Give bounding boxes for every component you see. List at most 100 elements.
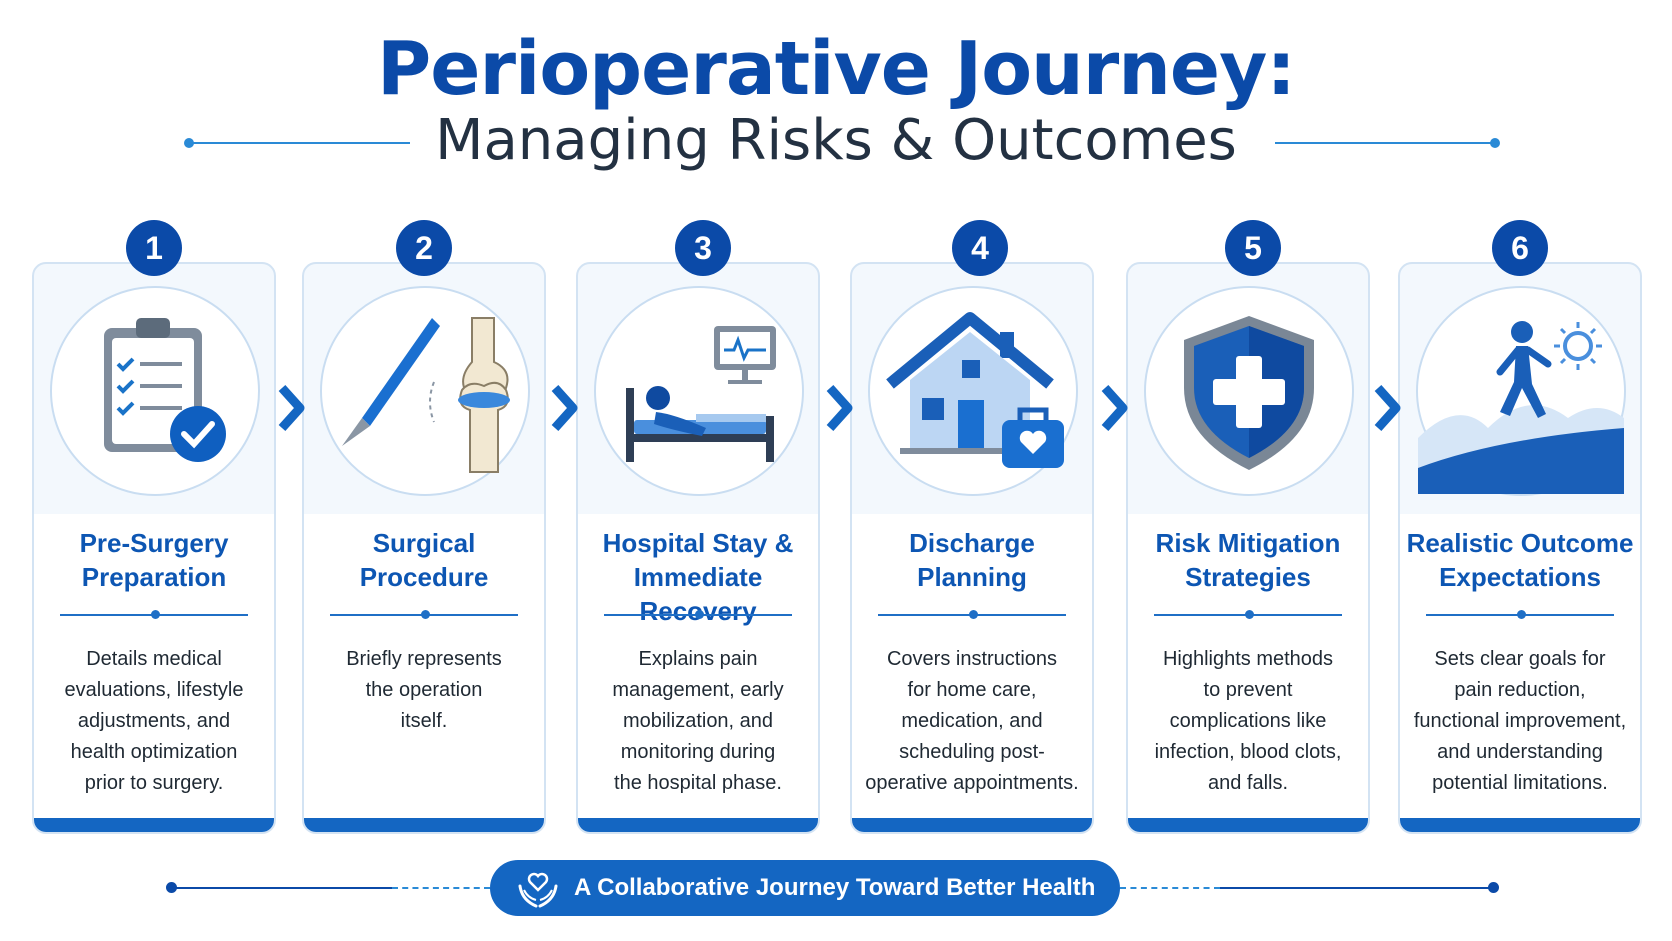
desc-line: Details medical (86, 648, 222, 670)
subtitle-line-right (1275, 142, 1495, 144)
step-5-divider-dot (1245, 610, 1254, 619)
step-1-number: 1 (126, 220, 182, 276)
page-title: Perioperative Journey: (377, 26, 1296, 112)
chevron-right-icon (278, 384, 305, 432)
step-2-title-line2: Procedure (359, 562, 489, 592)
step-3-divider-dot (695, 610, 704, 619)
step-3-bottom-bar (578, 818, 818, 832)
step-6-description: Sets clear goals for pain reduction, fun… (1412, 644, 1628, 799)
chevron-right-icon (1374, 384, 1401, 432)
step-card-3: Hospital Stay & Immediate Recovery Expla… (576, 262, 820, 834)
step-1-description: Details medical evaluations, lifestyle a… (46, 644, 262, 799)
step-3-title-line1: Hospital Stay & (602, 528, 794, 558)
step-5-description: Highlights methods to prevent complicati… (1140, 644, 1356, 799)
desc-line: evaluations, lifestyle (64, 679, 244, 701)
desc-line: Briefly represents (346, 648, 502, 670)
step-2-title: Surgical Procedure (310, 526, 538, 594)
desc-line: and falls. (1207, 772, 1289, 794)
chevron-right-icon (826, 384, 853, 432)
desc-line: the hospital phase. (614, 772, 782, 794)
step-1-icon-circle (50, 286, 260, 496)
step-card-2: Surgical Procedure Briefly represents th… (302, 262, 546, 834)
desc-line: pain reduction, (1454, 679, 1586, 701)
step-3-title: Hospital Stay & Immediate Recovery (584, 526, 812, 628)
desc-line: infection, blood clots, (1154, 741, 1342, 763)
desc-line: prior to surgery. (84, 772, 224, 794)
step-2-title-line1: Surgical (372, 528, 476, 558)
footer-line-left (172, 887, 392, 889)
step-6-divider-dot (1517, 610, 1526, 619)
desc-line: mobilization, and (622, 710, 774, 732)
step-1-divider-dot (151, 610, 160, 619)
subtitle-dot-left (184, 138, 194, 148)
step-1-title: Pre-Surgery Preparation (40, 526, 268, 594)
step-6-title-line1: Realistic Outcome (1406, 528, 1634, 558)
desc-line: Explains pain (638, 648, 758, 670)
walking-person-sun-icon (1418, 321, 1624, 494)
step-2-description: Briefly represents the operation itself. (316, 644, 532, 737)
chevron-right-icon (1101, 384, 1128, 432)
step-4-divider-dot (969, 610, 978, 619)
step-1-title-line1: Pre-Surgery (79, 528, 229, 558)
step-3-icon-circle (594, 286, 804, 496)
step-3-number: 3 (675, 220, 731, 276)
step-6-number: 6 (1492, 220, 1548, 276)
subtitle-dot-right (1490, 138, 1500, 148)
step-6-bottom-bar (1400, 818, 1640, 832)
desc-line: functional improvement, (1413, 710, 1627, 732)
desc-line: Highlights methods (1162, 648, 1334, 670)
desc-line: complications like (1169, 710, 1327, 732)
step-5-number: 5 (1225, 220, 1281, 276)
step-2-icon-circle (320, 286, 530, 496)
step-4-title-line1: Discharge (909, 528, 1035, 558)
desc-line: to prevent (1203, 679, 1293, 701)
footer-dashed-left (392, 887, 490, 889)
desc-line: management, early (612, 679, 784, 701)
step-6-icon-circle (1416, 286, 1626, 496)
hospital-bed-monitor-icon (626, 326, 776, 462)
step-4-title: Discharge Planning (858, 526, 1086, 594)
step-1-title-line2: Preparation (81, 562, 227, 592)
footer-banner: A Collaborative Journey Toward Better He… (490, 860, 1120, 916)
desc-line: adjustments, and (77, 710, 231, 732)
step-6-title: Realistic Outcome Expectations (1406, 526, 1634, 594)
desc-line: health optimization (70, 741, 238, 763)
step-4-bottom-bar (852, 818, 1092, 832)
step-4-description: Covers instructions for home care, medic… (864, 644, 1080, 799)
step-5-bottom-bar (1128, 818, 1368, 832)
footer-dot-right (1488, 882, 1499, 893)
desc-line: medication, and (901, 710, 1043, 732)
step-5-title: Risk Mitigation Strategies (1134, 526, 1362, 594)
step-5-title-line2: Strategies (1185, 562, 1311, 592)
footer-line-right (1220, 887, 1490, 889)
subtitle-line-left (190, 142, 410, 144)
step-6-title-line2: Expectations (1439, 562, 1601, 592)
step-4-icon-circle (868, 286, 1078, 496)
desc-line: Covers instructions (886, 648, 1058, 670)
step-2-bottom-bar (304, 818, 544, 832)
step-card-6: Realistic Outcome Expectations Sets clea… (1398, 262, 1642, 834)
step-1-bottom-bar (34, 818, 274, 832)
step-card-4: Discharge Planning Covers instructions f… (850, 262, 1094, 834)
step-2-number: 2 (396, 220, 452, 276)
hands-heart-icon (518, 872, 558, 908)
footer-dashed-right (1120, 887, 1220, 889)
scalpel-knee-joint-icon (342, 317, 510, 473)
desc-line: Sets clear goals for (1434, 648, 1606, 670)
step-3-description: Explains pain management, early mobiliza… (590, 644, 806, 799)
page-subtitle: Managing Risks & Outcomes (435, 108, 1237, 173)
desc-line: for home care, (907, 679, 1037, 701)
step-2-divider-dot (421, 610, 430, 619)
step-5-title-line1: Risk Mitigation (1155, 528, 1341, 558)
clipboard-checklist-icon (104, 318, 226, 462)
desc-line: itself. (400, 710, 448, 732)
footer-text: A Collaborative Journey Toward Better He… (574, 874, 1096, 901)
shield-cross-icon (1184, 316, 1314, 470)
step-card-5: Risk Mitigation Strategies Highlights me… (1126, 262, 1370, 834)
house-medical-bag-icon (886, 312, 1064, 468)
desc-line: operative appointments. (865, 772, 1079, 794)
desc-line: and understanding (1437, 741, 1603, 763)
desc-line: the operation (365, 679, 483, 701)
desc-line: monitoring during (620, 741, 776, 763)
step-5-icon-circle (1144, 286, 1354, 496)
